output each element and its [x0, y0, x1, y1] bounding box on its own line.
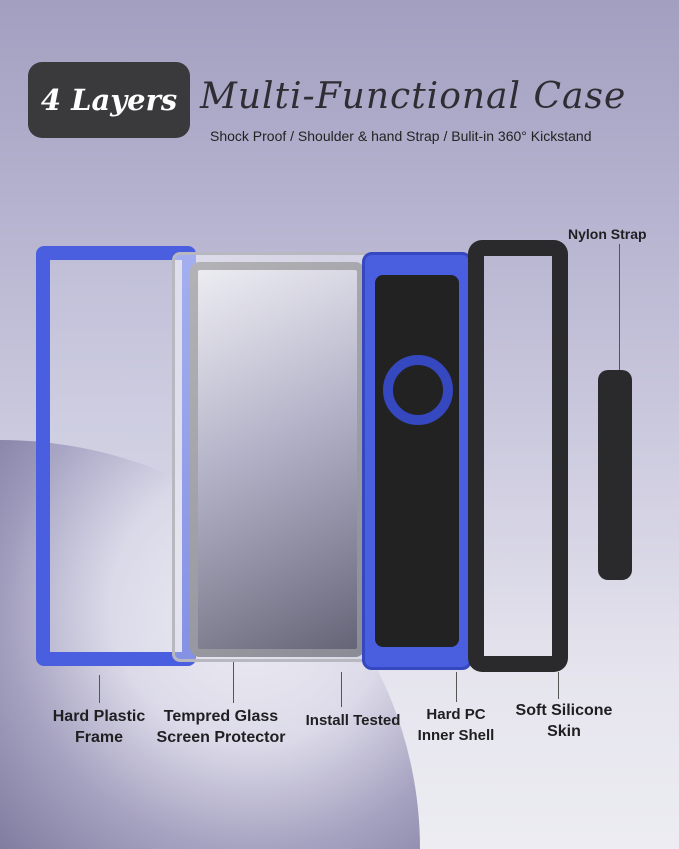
glass-screen-protector	[172, 252, 372, 662]
nylon-strap	[598, 370, 632, 580]
callout-line	[341, 672, 342, 707]
label-nylon-strap: Nylon Strap	[568, 226, 647, 242]
kickstand-ring	[383, 355, 453, 425]
callout-line	[558, 672, 559, 699]
label-install-tested: Install Tested	[305, 712, 401, 729]
hard-pc-inner-shell	[362, 252, 472, 670]
silicone-skin	[468, 240, 568, 672]
callout-line	[99, 675, 100, 703]
layers-badge: 4 Layers	[28, 62, 190, 138]
subtitle: Shock Proof / Shoulder & hand Strap / Bu…	[210, 128, 592, 144]
callout-line	[456, 672, 457, 702]
hard-plastic-frame	[36, 246, 196, 666]
callout-line	[233, 662, 234, 703]
callout-line	[619, 244, 620, 370]
page-title: Multi-Functional Case	[200, 76, 627, 117]
